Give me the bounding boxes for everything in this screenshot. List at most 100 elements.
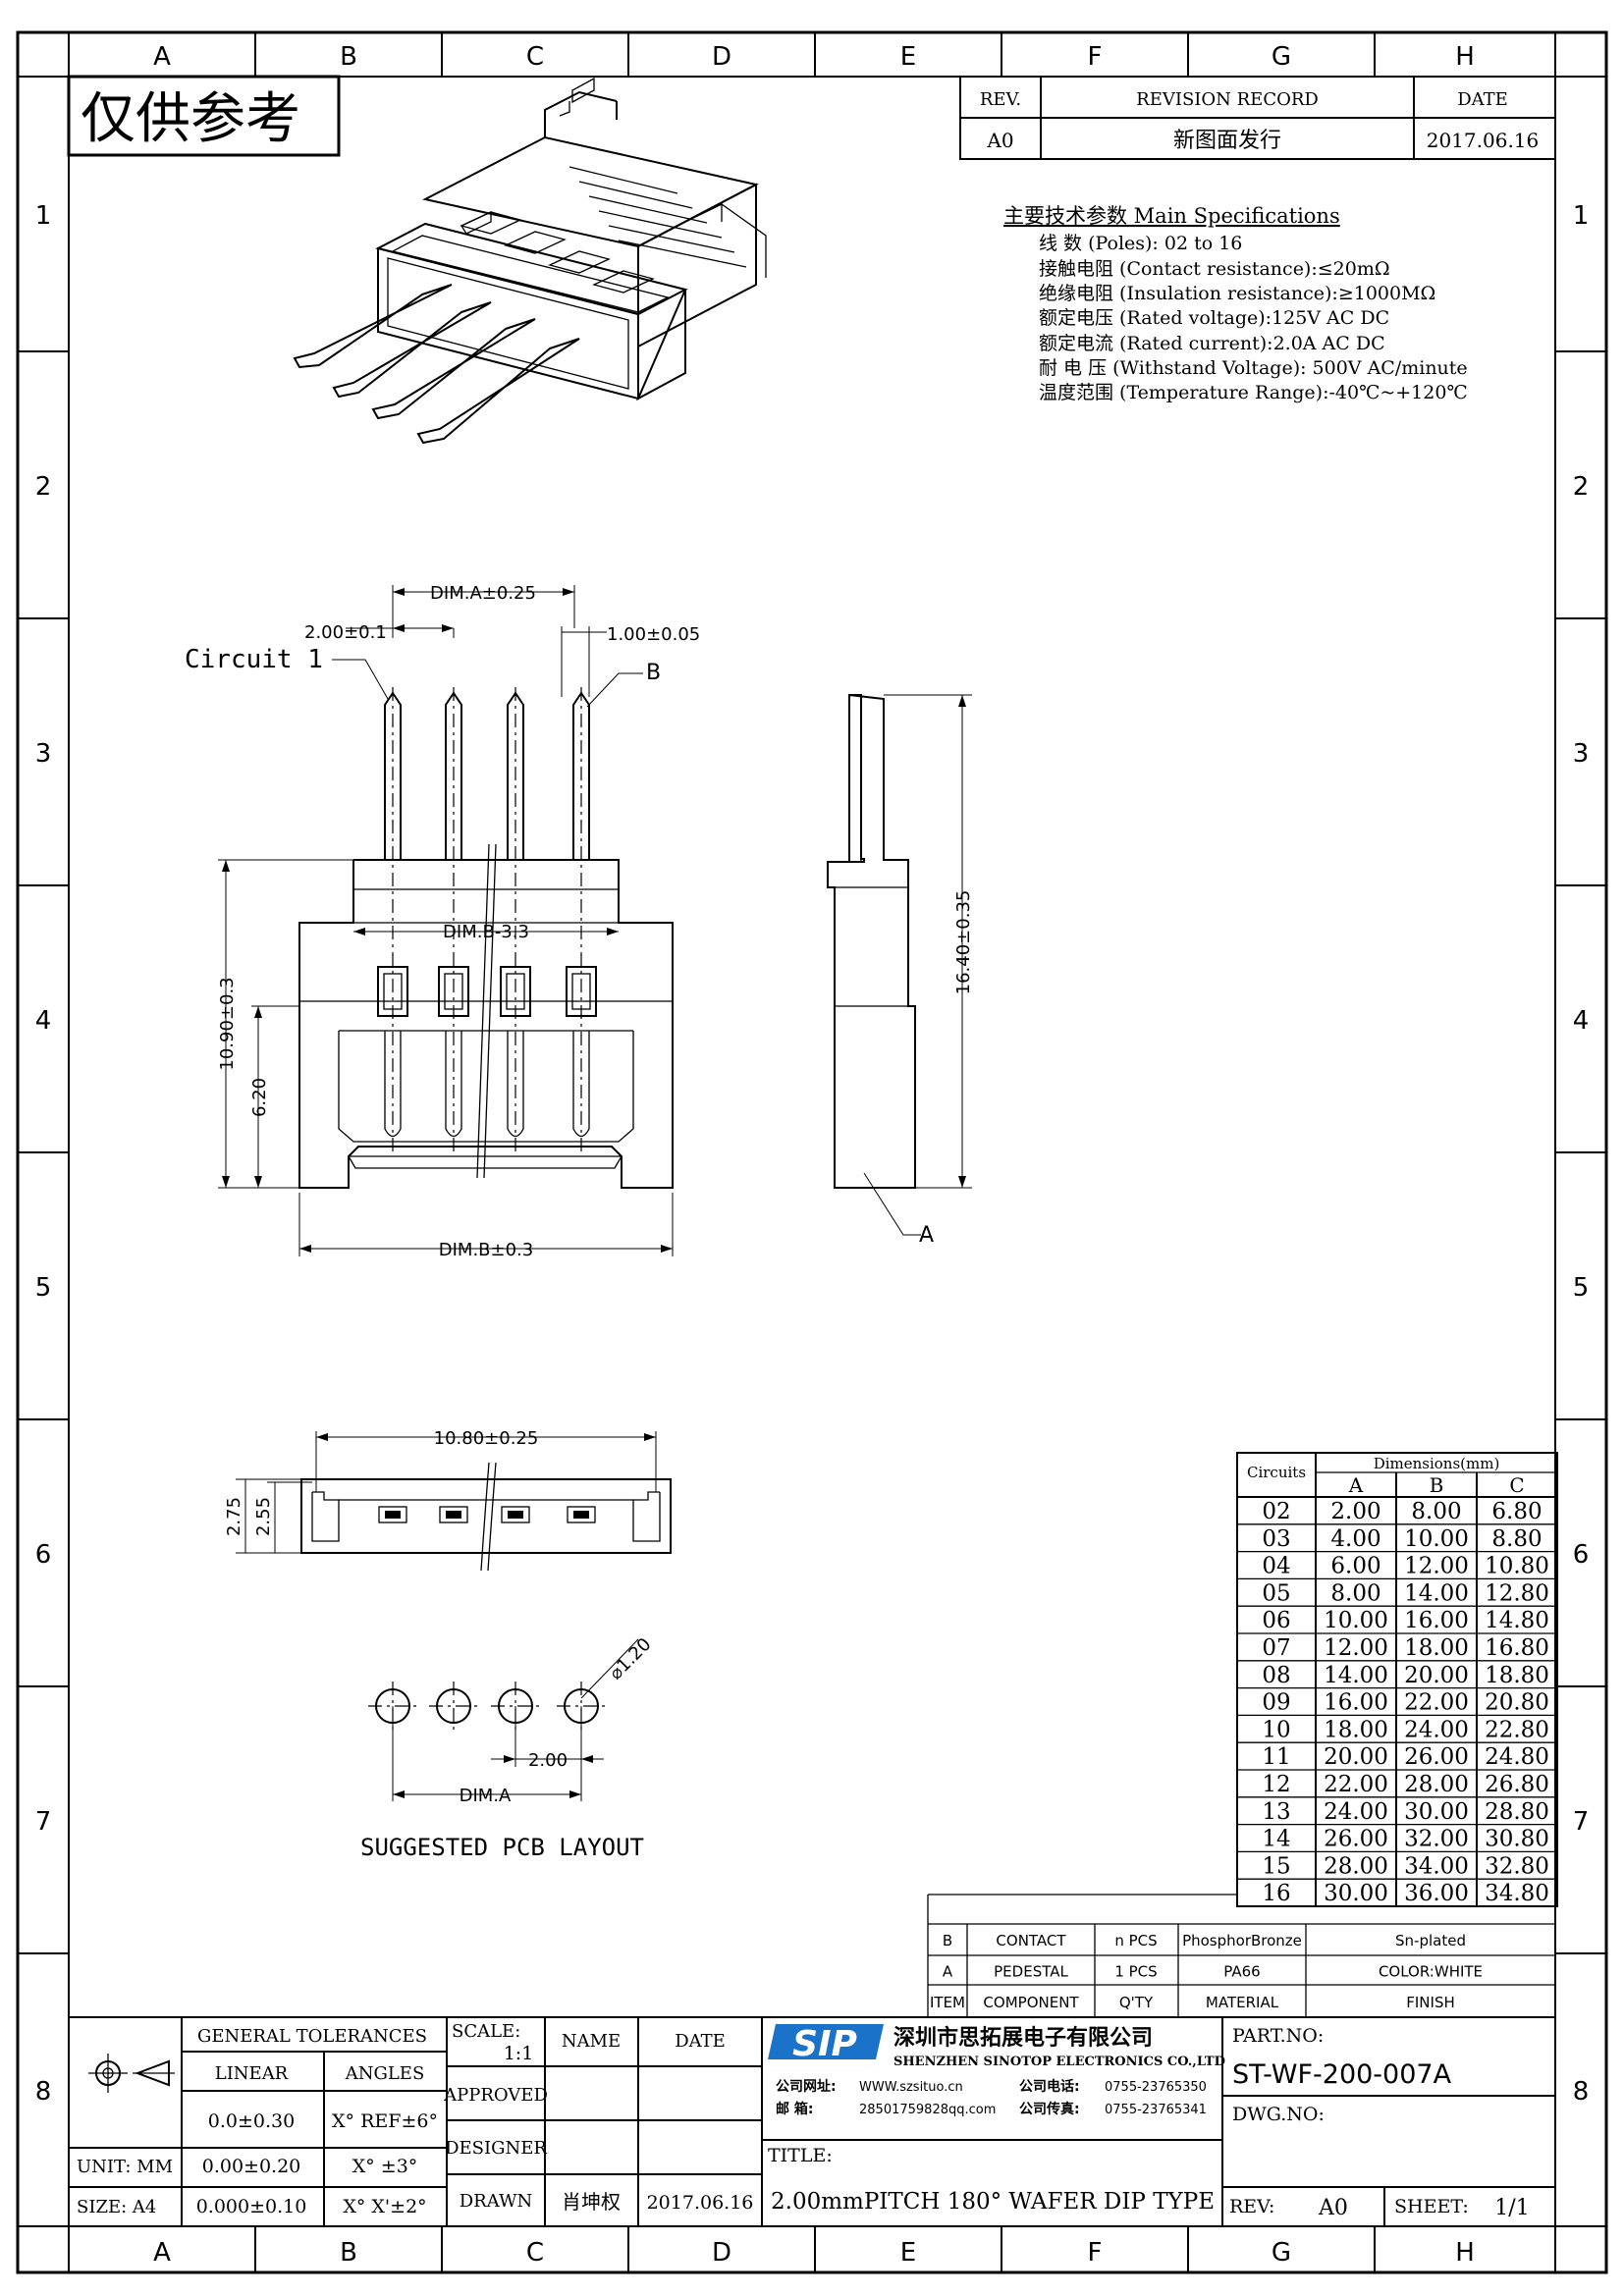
tel-value: 0755-23765350 bbox=[1105, 2080, 1207, 2095]
pcb-layout: ⌀1.20 2.00 DIM.A SUGGESTED PCB LAYOUT bbox=[360, 1634, 656, 1861]
zone-col-label-top: E bbox=[900, 42, 916, 72]
approved-label: APPROVED bbox=[443, 2085, 548, 2106]
dimtable-cell: 04 bbox=[1262, 1554, 1290, 1579]
front-pin-tail bbox=[507, 1031, 524, 1138]
top-slot-contact bbox=[446, 1511, 461, 1519]
scale-label: SCALE: bbox=[452, 2021, 520, 2042]
dimtable-cell: 02 bbox=[1262, 1499, 1290, 1524]
title-label: TITLE: bbox=[768, 2145, 833, 2166]
dimtable-cell: 32.00 bbox=[1404, 1827, 1469, 1852]
spec-line-current: 额定电流 (Rated current):2.0A AC DC bbox=[1039, 333, 1385, 354]
dim-1640-label: 16.40±0.35 bbox=[953, 890, 974, 995]
stamp-text: 仅供参考 bbox=[81, 87, 300, 151]
dimtable-cell: 24.80 bbox=[1485, 1744, 1549, 1770]
dim-255-label: 2.55 bbox=[253, 1497, 274, 1536]
side-view: 16.40±0.35 A bbox=[827, 693, 974, 1248]
zone-col-label-top: G bbox=[1272, 42, 1291, 72]
zone-col-label-top: F bbox=[1088, 42, 1103, 72]
fax-label: 公司传真: bbox=[1019, 2101, 1080, 2117]
zone-row-label-left: 7 bbox=[35, 1807, 52, 1837]
zone-row-label-left: 5 bbox=[35, 1273, 52, 1303]
top-slot-contact bbox=[573, 1511, 589, 1519]
unit-label: UNIT: MM bbox=[77, 2157, 173, 2177]
dimtable-cell: 14.00 bbox=[1404, 1580, 1469, 1606]
isometric-view bbox=[293, 77, 767, 445]
dimtable-cell: 10.00 bbox=[1404, 1526, 1469, 1552]
dimtable-cell: 10 bbox=[1262, 1717, 1290, 1742]
spec-line-withstand: 耐 电 压 (Withstand Voltage): 500V AC/minut… bbox=[1039, 357, 1468, 379]
dimtable-cell: 08 bbox=[1262, 1663, 1290, 1688]
dimtable-cell: 32.80 bbox=[1485, 1853, 1549, 1879]
dimtable-cell: 34.80 bbox=[1485, 1881, 1549, 1906]
zone-row-label-right: 2 bbox=[1573, 472, 1590, 502]
dimtable-cell: 20.00 bbox=[1324, 1744, 1388, 1770]
company-name-cn: 深圳市思拓展电子有限公司 bbox=[893, 2025, 1153, 2051]
dimtable-cell: 18.00 bbox=[1324, 1717, 1388, 1742]
tol-angle-2: X° ±3° bbox=[352, 2156, 418, 2177]
zone-col-label-bottom: C bbox=[526, 2238, 544, 2268]
drawing-frame bbox=[16, 30, 1608, 2274]
dimtable-cell: 28.80 bbox=[1485, 1799, 1549, 1825]
dim-1090-label: 10.90±0.3 bbox=[217, 977, 238, 1070]
fax-value: 0755-23765341 bbox=[1105, 2103, 1207, 2117]
dimtable-cell: 26.80 bbox=[1485, 1772, 1549, 1797]
spec-title: 主要技术参数 Main Specifications bbox=[1003, 204, 1340, 228]
partno-value: ST-WF-200-007A bbox=[1232, 2059, 1452, 2090]
front-window bbox=[500, 966, 531, 1017]
dimtable-cell: 24.00 bbox=[1324, 1799, 1388, 1825]
dimtable-cell: 14.00 bbox=[1324, 1663, 1388, 1688]
bom-cell: COMPONENT bbox=[983, 1994, 1079, 2011]
name-header: NAME bbox=[562, 2031, 621, 2052]
zone-col-label-bottom: B bbox=[340, 2238, 357, 2268]
dimtable-cell: 16.00 bbox=[1404, 1608, 1469, 1633]
mail-value: 28501759828qq.com bbox=[859, 2103, 996, 2117]
front-window-inner bbox=[383, 973, 403, 1010]
dimtable-cell: 18.80 bbox=[1485, 1663, 1549, 1688]
dimtable-cell: 6.00 bbox=[1330, 1554, 1380, 1579]
dimtable-cell: 2.00 bbox=[1330, 1499, 1380, 1524]
dwgno-label: DWG.NO: bbox=[1232, 2104, 1325, 2125]
dimtable-cell: 22.00 bbox=[1324, 1772, 1388, 1797]
top-slot bbox=[378, 1506, 407, 1523]
dimtable-cell: 11 bbox=[1262, 1744, 1290, 1770]
bom-cell: PA66 bbox=[1223, 1963, 1260, 1981]
front-window bbox=[377, 966, 408, 1017]
front-pin-tail bbox=[445, 1031, 462, 1138]
zone-row-label-left: 2 bbox=[35, 472, 52, 502]
dimtable-cell: 18.00 bbox=[1404, 1635, 1469, 1661]
dimtable-cell: 30.00 bbox=[1404, 1799, 1469, 1825]
dimtable-cell: 12.80 bbox=[1485, 1580, 1549, 1606]
linear-label: LINEAR bbox=[215, 2063, 289, 2084]
company-name-en: SHENZHEN SINOTOP ELECTRONICS CO.,LTD bbox=[893, 2055, 1225, 2069]
dim-a-label: DIM.A±0.25 bbox=[430, 583, 536, 604]
dimtable-cell: 15 bbox=[1262, 1853, 1290, 1879]
bom-cell: Sn-plated bbox=[1395, 1932, 1466, 1949]
size-label: SIZE: A4 bbox=[77, 2197, 156, 2217]
dim-pitch-label: 2.00±0.1 bbox=[304, 622, 387, 643]
front-pin-tail bbox=[572, 1031, 590, 1138]
web-label: 公司网址: bbox=[776, 2078, 837, 2095]
dimtable-cell: 03 bbox=[1262, 1526, 1290, 1552]
front-pin-tail bbox=[384, 1031, 402, 1138]
zone-row-label-left: 4 bbox=[35, 1006, 52, 1036]
zone-row-label-right: 7 bbox=[1573, 1807, 1590, 1837]
zone-col-label-bottom: D bbox=[712, 2238, 731, 2268]
company-logo-text: SIP bbox=[792, 2024, 857, 2064]
gen-tol-label: GENERAL TOLERANCES bbox=[197, 2026, 427, 2047]
angles-label: ANGLES bbox=[345, 2063, 425, 2084]
bom-cell: A bbox=[943, 1963, 953, 1981]
bom-cell: FINISH bbox=[1406, 1994, 1455, 2011]
dimtable-cell: 8.80 bbox=[1491, 1526, 1542, 1552]
dim-hole-label: ⌀1.20 bbox=[606, 1634, 656, 1684]
zone-col-label-bottom: G bbox=[1272, 2238, 1291, 2268]
drawn-date: 2017.06.16 bbox=[647, 2192, 754, 2214]
top-slot-contact bbox=[385, 1511, 401, 1519]
partno-label: PART.NO: bbox=[1232, 2025, 1324, 2047]
reference-stamp: 仅供参考 bbox=[67, 75, 341, 157]
zone-row-label-right: 8 bbox=[1573, 2077, 1590, 2107]
mail-label: 邮 箱: bbox=[776, 2101, 813, 2117]
zone-row-label-right: 1 bbox=[1573, 201, 1590, 231]
dimtable-cell: 16.00 bbox=[1324, 1690, 1388, 1716]
